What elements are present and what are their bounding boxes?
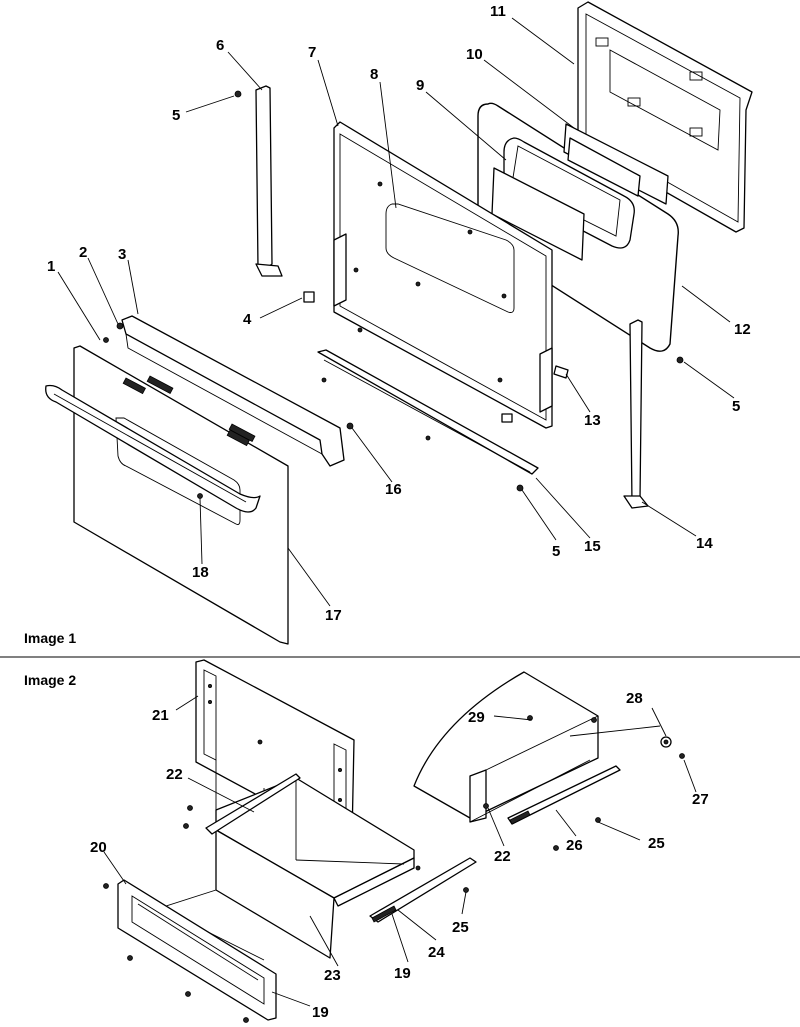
callout-24: 24 (428, 944, 445, 961)
screw-icon (103, 883, 109, 889)
screw-icon (676, 356, 684, 364)
screw-icon (103, 337, 109, 343)
callout-11: 11 (490, 3, 506, 20)
callout-29: 29 (468, 709, 485, 726)
callout-28: 28 (626, 690, 643, 707)
part-14-hinge-strip (623, 319, 649, 509)
callout-5-bottom: 5 (552, 543, 560, 560)
part-24-drawer-glide (369, 857, 477, 923)
callout-8: 8 (370, 66, 378, 83)
callout-2: 2 (79, 244, 87, 261)
callout-3: 3 (118, 246, 126, 263)
callout-7: 7 (308, 44, 316, 61)
screw-icon (321, 377, 327, 383)
image-1-door-assembly: 1 2 3 4 5 5 5 6 7 8 9 10 11 12 13 14 15 … (24, 1, 753, 646)
part-17-outer-door-panel (73, 345, 289, 645)
part-6-hinge-strip (255, 85, 283, 277)
part-10-window-pack (563, 123, 669, 205)
part-20-drawer-front (117, 879, 277, 1021)
screw-icon (553, 845, 559, 851)
part-3-control-panel-trim (121, 315, 345, 467)
callout-4: 4 (243, 311, 252, 328)
screw-icon (185, 991, 191, 997)
callout-5-top: 5 (172, 107, 180, 124)
section-label-image-1: Image 1 (24, 630, 76, 646)
screw-icon (463, 887, 469, 893)
callout-9: 9 (416, 77, 424, 94)
screw-icon (116, 322, 124, 330)
callout-27: 27 (692, 791, 709, 808)
callout-19-bottom: 19 (312, 1004, 329, 1021)
callout-5-right: 5 (732, 398, 740, 415)
screw-icon (516, 484, 524, 492)
image-1-leader-lines (57, 17, 735, 607)
callout-13: 13 (584, 412, 601, 429)
callout-15: 15 (584, 538, 601, 555)
screw-icon (127, 955, 133, 961)
screw-icon (346, 422, 354, 430)
screw-icon (234, 90, 242, 98)
callout-18: 18 (192, 564, 209, 581)
callout-22-right: 22 (494, 848, 511, 865)
part-22-left-rail (205, 773, 301, 835)
part-23-drawer-box (158, 777, 415, 961)
screw-icon (591, 717, 597, 723)
callout-17: 17 (325, 607, 342, 624)
part-9-glass-window (491, 137, 635, 261)
part-7-inner-door-panel (333, 121, 553, 429)
screw-icon (595, 817, 601, 823)
callout-12: 12 (734, 321, 751, 338)
part-18-door-handle (45, 384, 261, 513)
callout-25-right: 25 (648, 835, 665, 852)
callout-16: 16 (385, 481, 402, 498)
part-15-bottom-trim (317, 349, 539, 475)
callout-26: 26 (566, 837, 583, 854)
callout-10: 10 (466, 46, 483, 63)
range-side-cutaway (413, 671, 661, 823)
callout-21: 21 (152, 707, 169, 724)
callout-22-left: 22 (166, 766, 183, 783)
part-26-glide-rail (507, 765, 621, 825)
part-4-bracket (303, 291, 315, 303)
screw-icon (415, 865, 421, 871)
part-13-hinge-pin (553, 365, 569, 379)
screw-icon (483, 803, 489, 809)
image-2-drawer-assembly: 21 22 20 23 19 19 24 25 29 22 26 25 28 2… (24, 659, 709, 1023)
screw-icon (257, 739, 263, 745)
callout-25-left: 25 (452, 919, 469, 936)
screw-icon (425, 435, 431, 441)
image-2-leader-lines (103, 695, 697, 1007)
callout-19-left: 19 (394, 965, 411, 982)
callout-20: 20 (90, 839, 107, 856)
screw-icon (679, 753, 685, 759)
screw-icon (187, 805, 193, 811)
callout-6: 6 (216, 37, 224, 54)
callout-1: 1 (47, 258, 55, 275)
screw-icon (183, 823, 189, 829)
callout-23: 23 (324, 967, 341, 984)
callout-14: 14 (696, 535, 713, 552)
screw-icon (243, 1017, 249, 1023)
section-label-image-2: Image 2 (24, 672, 76, 688)
part-12-door-gasket (477, 102, 679, 352)
